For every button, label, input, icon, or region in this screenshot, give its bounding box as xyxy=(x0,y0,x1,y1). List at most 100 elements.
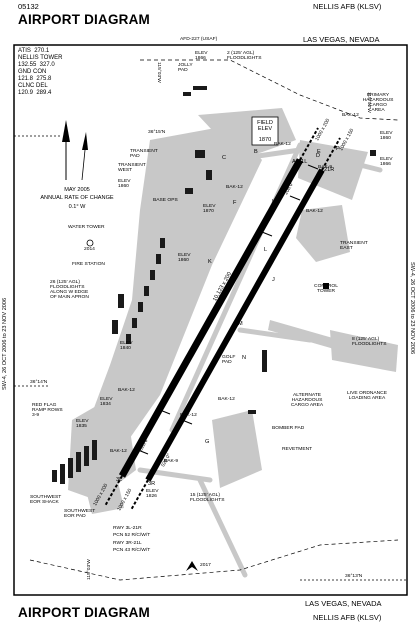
building xyxy=(195,150,205,158)
live-ordnance-label: LIVE ORDNANCE LOADING AREA xyxy=(347,391,387,401)
building xyxy=(138,302,143,312)
building xyxy=(156,254,161,264)
taxiway-label: E xyxy=(317,149,321,155)
lon-bottom: 115°03'W xyxy=(87,559,92,580)
tower-freqs: 132.55 327.0 xyxy=(18,62,55,68)
sw-eor-shack-label: SOUTHWEST EOR SHACK xyxy=(30,495,62,505)
runways xyxy=(104,127,341,511)
frequency-block: ATIS 270.1 NELLIS TOWER 132.55 327.0 GND… xyxy=(18,48,62,97)
lat-mid: 36°14'N xyxy=(30,380,48,385)
overrun-21l xyxy=(299,127,319,161)
mag-rate-label: ANNUAL RATE OF CHANGE xyxy=(40,195,114,201)
taxiway-label: H xyxy=(272,199,277,205)
rwy-info-1: RWY 3L-21R xyxy=(113,526,142,531)
lon-top-left: 115°03'W xyxy=(156,62,161,83)
building xyxy=(52,470,57,482)
building xyxy=(76,452,81,472)
field-elev-value: 1870 xyxy=(258,137,272,143)
volume-id: 05132 xyxy=(18,2,39,11)
taxiway-label: J xyxy=(272,277,275,283)
magnetic-arrow-shaft xyxy=(81,149,86,181)
main-apron xyxy=(82,125,262,470)
elev-1866-e: ELEV 1866 xyxy=(380,157,393,167)
bak12-marker xyxy=(289,195,301,201)
rwy-info-2: PCN 52 R/C/W/T xyxy=(113,533,151,538)
floodlights-15-label: 15 (125' AGL) FLOODLIGHTS xyxy=(190,493,225,503)
runway-21r-number: 21R xyxy=(324,167,335,173)
taxiway-label: C xyxy=(222,155,227,161)
effective-dates-right: SW-4, 26 OCT 2006 to 23 NOV 2006 xyxy=(409,262,415,355)
fire-station-label: FIRE STATION xyxy=(72,262,105,267)
bak9-marker xyxy=(307,164,319,170)
bak9-label: BAK-9 xyxy=(164,459,179,464)
elev-1860-mid: ELEV 1860 xyxy=(178,253,191,263)
map-frame xyxy=(13,44,408,596)
base-ops-label: BASE OPS xyxy=(153,198,178,203)
taxiway-label: M xyxy=(238,321,243,327)
live-ordnance-area xyxy=(330,330,398,372)
taxiway-label: G xyxy=(205,439,210,445)
bak12-label: BAK-12 xyxy=(218,397,235,402)
bak12-label: BAK-12 xyxy=(306,209,323,214)
control-tower-label: CONTROL TOWER xyxy=(314,284,338,294)
runway-3r-number: 3R xyxy=(148,481,156,487)
gnd-freqs: 121.8 275.8 xyxy=(18,76,52,82)
taxiway-label: N xyxy=(242,355,247,361)
building xyxy=(193,86,207,90)
taxiway-label: B xyxy=(254,149,258,155)
building xyxy=(150,270,155,280)
elev-1834: ELEV 1834 xyxy=(100,397,113,407)
north-boundary xyxy=(140,59,399,121)
bak9-label: BAK-9 xyxy=(318,165,333,170)
transient-pad-label: TRANSIENT PAD xyxy=(130,149,158,159)
taxiway-connector-2 xyxy=(237,327,313,343)
gnd-label: GND CON xyxy=(18,69,47,75)
water-tower-label: WATER TOWER xyxy=(68,225,105,230)
elev-1860-ne: ELEV 1860 xyxy=(380,131,393,141)
building xyxy=(60,464,65,484)
effective-dates-left: SW-4, 26 OCT 2006 to 23 NOV 2006 xyxy=(2,297,8,390)
elev-1835: ELEV 1835 xyxy=(76,419,89,429)
bak12-label: BAK-12 xyxy=(342,113,359,118)
south-pad xyxy=(212,410,262,488)
lat-bottom: 36°13'N xyxy=(345,574,363,579)
buildings xyxy=(52,86,376,484)
tower-name: NELLIS TOWER xyxy=(18,55,63,61)
jolly-pad-label: JOLLY PAD xyxy=(178,63,193,73)
lat-top: 36°15'N xyxy=(148,130,166,135)
building xyxy=(183,92,191,96)
bak12-marker xyxy=(181,419,193,425)
runway-3l-21r xyxy=(145,168,325,482)
field-elev-box xyxy=(251,116,279,146)
transient-west-label: TRANSIENT WEST xyxy=(118,163,146,173)
mag-date: MAY 2005 xyxy=(64,187,90,193)
elev-1860-w: ELEV 1860 xyxy=(118,179,131,189)
building xyxy=(118,294,124,308)
bak12-marker xyxy=(261,231,273,237)
building xyxy=(126,334,131,344)
bak12-label: BAK-12 xyxy=(226,185,243,190)
golf-pad-label: GOLF PAD xyxy=(222,355,236,365)
footer-title: AIRPORT DIAGRAM xyxy=(18,605,150,620)
airport-location: LAS VEGAS, NEVADA xyxy=(303,35,380,44)
elev-1826: ELEV 1826 xyxy=(146,489,159,499)
building xyxy=(144,286,149,296)
atis-freq: ATIS 270.1 xyxy=(18,48,50,54)
building xyxy=(370,150,376,156)
bak12-label: BAK-12 xyxy=(118,388,135,393)
page-title: AIRPORT DIAGRAM xyxy=(18,12,150,27)
primary-hazard-label: PRIMARY HAZARDOUS CARGO AREA xyxy=(362,93,394,113)
floodlights-top: 2 (125' AGL) FLOODLIGHTS xyxy=(227,51,262,61)
runway-3r-21l xyxy=(118,158,304,478)
building xyxy=(84,446,89,466)
transient-east-label: TRANSIENT EAST xyxy=(340,241,368,251)
transient-east-apron xyxy=(296,205,350,262)
runway-21l-number: 21L xyxy=(298,159,308,165)
rwy-info-4: PCN 43 R/C/W/T xyxy=(113,548,151,553)
taxiway-label: A xyxy=(292,159,296,165)
elev-1866-top: ELEV 1866 xyxy=(195,51,208,61)
taxiway-h-line xyxy=(197,477,248,578)
clnc-freqs: 120.9 289.4 xyxy=(18,90,52,96)
mag-rate-value: 0.1° W xyxy=(68,204,86,210)
airport-name: NELLIS AFB (KLSV) xyxy=(313,2,382,11)
